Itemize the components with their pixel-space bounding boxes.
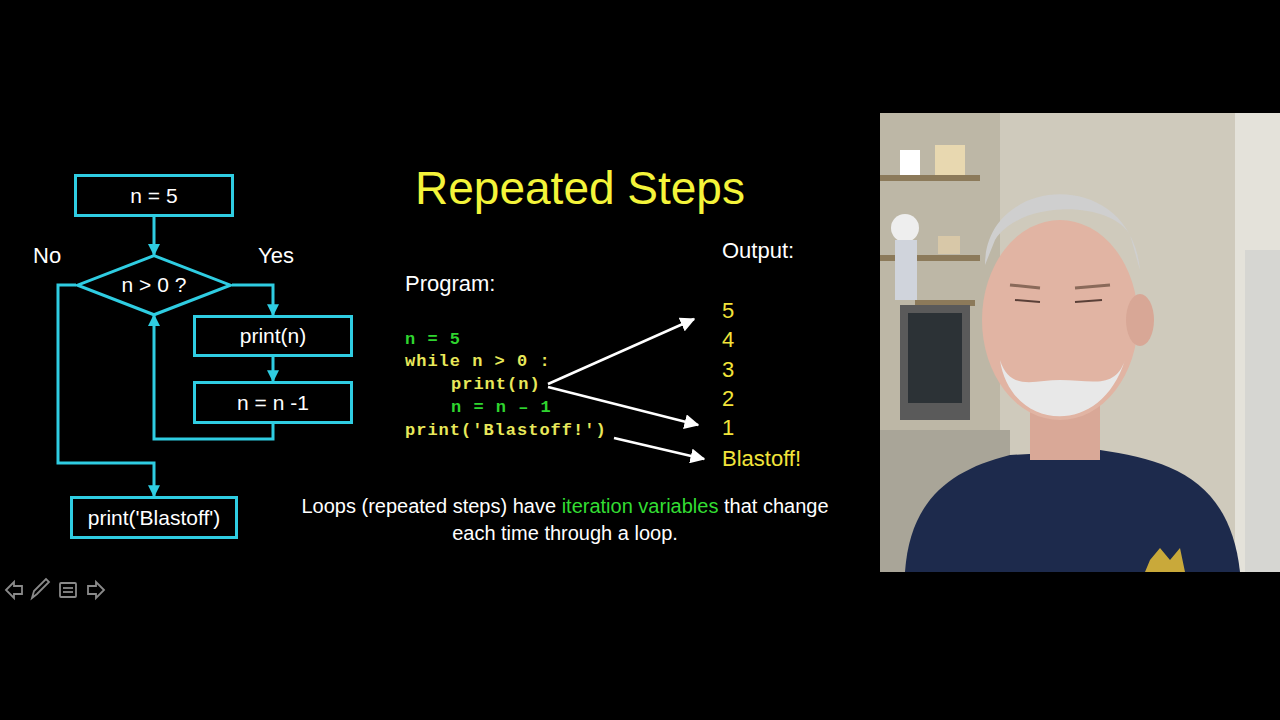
node-text: n = n -1 [237, 390, 309, 415]
node-text: n > 0 ? [122, 272, 187, 297]
branch-label: No [31, 243, 63, 269]
section-label: Output: [722, 238, 794, 264]
process-box: print(n) [193, 315, 353, 357]
code-line: n = n – 1 [451, 398, 552, 418]
node-text: print(n) [240, 323, 307, 348]
output-line: 1 [722, 415, 734, 441]
highlight-term: iteration variables [562, 495, 719, 517]
node-text: n = 5 [130, 183, 177, 208]
slide-title: Repeated Steps [330, 160, 830, 216]
output-line: 3 [722, 357, 734, 383]
flow-arrow [272, 357, 275, 381]
code-line: while n > 0 : [405, 352, 551, 372]
flow-arrow [232, 285, 273, 315]
code-line: print(n) [451, 375, 541, 395]
decision-diamond: n > 0 ? [76, 255, 232, 315]
section-label: Program: [405, 271, 495, 297]
output-line: 4 [722, 327, 734, 353]
flow-arrow [153, 217, 156, 255]
code-line: n = 5 [405, 330, 461, 350]
output-line: 5 [722, 298, 734, 324]
process-box: print('Blastoff') [70, 496, 238, 539]
code-line: print('Blastoff!') [405, 421, 607, 441]
lecturer-video [880, 113, 1280, 572]
output-line: 2 [722, 386, 734, 412]
nav-icons [6, 579, 104, 598]
footer-note: Loops (repeated steps) have iteration var… [300, 493, 830, 547]
process-box: n = 5 [74, 174, 234, 217]
branch-label: Yes [256, 243, 296, 269]
note-text: Loops (repeated steps) have [301, 495, 556, 517]
output-line: Blastoff! [722, 446, 801, 472]
node-text: print('Blastoff') [88, 505, 221, 530]
flow-arrow [58, 285, 154, 496]
process-box: n = n -1 [193, 381, 353, 424]
